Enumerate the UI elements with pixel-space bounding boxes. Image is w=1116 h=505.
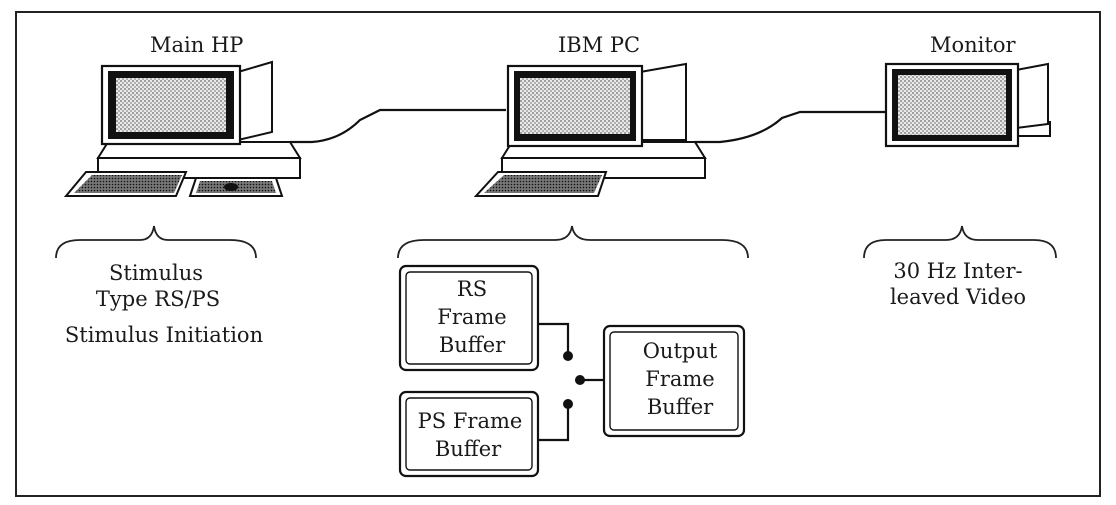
rs-buffer-line1: RS xyxy=(457,277,487,301)
rs-buffer-line2: Frame xyxy=(437,305,506,329)
monitor-icon xyxy=(884,62,1051,148)
rs-frame-buffer-box: RS Frame Buffer xyxy=(398,264,540,372)
main-hp-caption-line3: Stimulus Initiation xyxy=(65,323,263,347)
output-frame-buffer-box: Output Frame Buffer xyxy=(602,324,746,438)
rs-buffer-line3: Buffer xyxy=(439,333,506,357)
monitor-label: Monitor xyxy=(930,33,1016,57)
ps-switch-contact xyxy=(563,399,573,409)
main-hp-brace xyxy=(55,225,257,259)
ibm-pc-computer-icon xyxy=(473,62,707,197)
main-hp-caption-line2: Type RS/PS xyxy=(96,287,220,311)
ibm-pc-label: IBM PC xyxy=(558,33,640,57)
monitor-caption-line2: leaved Video xyxy=(890,285,1026,309)
rs-buffer-switch-wire xyxy=(538,322,570,352)
main-hp-label: Main HP xyxy=(150,33,243,57)
main-hp-caption-line1: Stimulus xyxy=(109,261,203,285)
rs-switch-contact xyxy=(563,351,573,361)
main-hp-computer-icon xyxy=(63,60,302,197)
cable-ibm-pc-to-monitor xyxy=(694,110,886,144)
output-buffer-line2: Frame xyxy=(645,367,714,391)
ps-frame-buffer-box: PS Frame Buffer xyxy=(398,390,540,478)
ps-buffer-switch-wire xyxy=(538,404,570,442)
output-switch-contact xyxy=(575,375,585,385)
ps-buffer-line2: Buffer xyxy=(435,437,502,461)
ps-buffer-line1: PS Frame xyxy=(418,409,523,433)
monitor-brace xyxy=(863,225,1057,259)
ibm-pc-brace xyxy=(397,225,749,259)
output-buffer-line3: Buffer xyxy=(647,395,714,419)
diagram-border xyxy=(15,11,1101,497)
cable-main-hp-to-ibm-pc xyxy=(290,108,506,144)
monitor-caption-line1: 30 Hz Inter- xyxy=(893,259,1022,283)
output-buffer-line1: Output xyxy=(643,339,718,363)
